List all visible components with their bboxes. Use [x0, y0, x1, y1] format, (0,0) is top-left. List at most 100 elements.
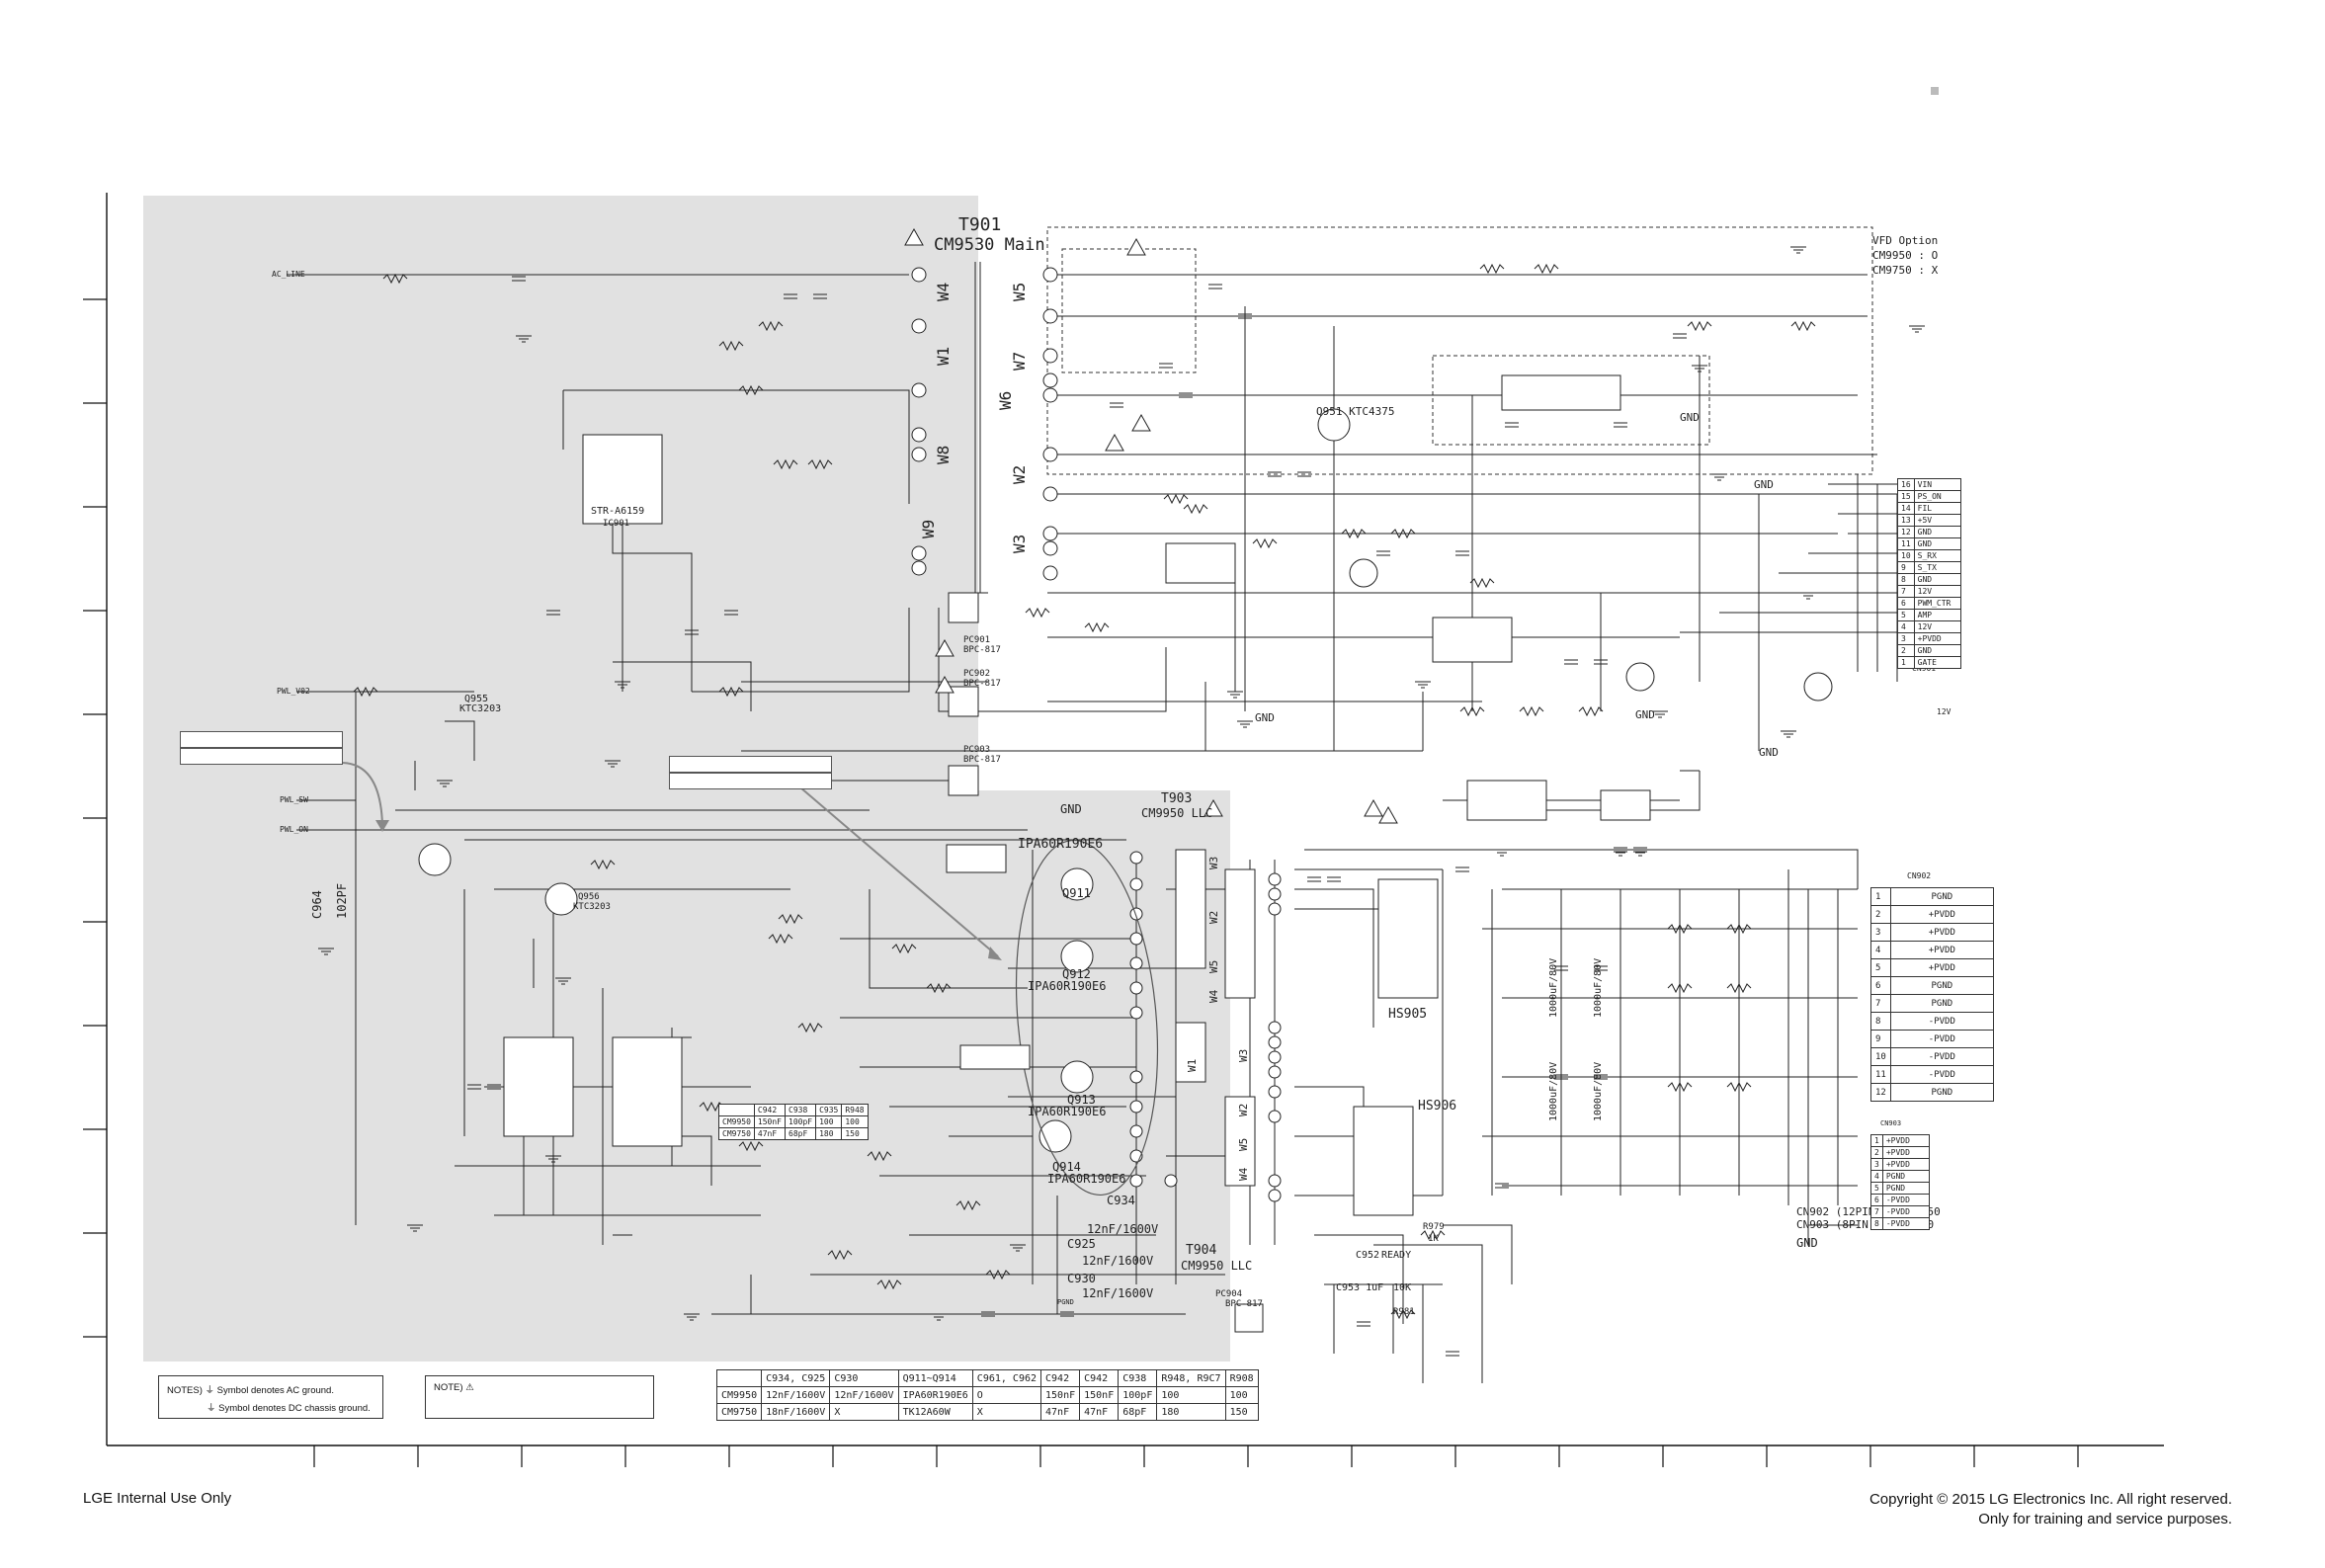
small-variant-cell: 100 — [841, 1115, 869, 1128]
transformer-terminal — [911, 560, 927, 576]
small-variant-cell: 150 — [841, 1127, 869, 1140]
cn902-pin-row: 4+PVDD — [1870, 941, 1994, 959]
cn903-pin-cell: 8 — [1870, 1217, 1883, 1230]
variant-header-cell: C961, C962 — [971, 1369, 1042, 1387]
q911-label: Q911 — [1062, 886, 1091, 900]
transformer-terminal — [1042, 526, 1058, 541]
transformer-terminal — [1268, 1174, 1282, 1188]
transformer-terminal — [1129, 1100, 1143, 1114]
footer-right: Copyright © 2015 LG Electronics Inc. All… — [1869, 1490, 2232, 1529]
resistor-symbol — [1084, 621, 1110, 633]
cn903-pin-cell: -PVDD — [1881, 1194, 1930, 1206]
resistor-symbol — [1667, 982, 1693, 994]
cn901-pin-cell: 10 — [1897, 549, 1915, 562]
winding-w9: W9 — [919, 520, 938, 538]
variant-header-cell: C930 — [829, 1369, 899, 1387]
resistor-symbol — [1390, 1308, 1416, 1320]
cn903-pin-row: 1+PVDD — [1870, 1134, 1930, 1147]
ipa-914: IPA60R190E6 — [1047, 1172, 1125, 1186]
transformer-terminal — [1129, 877, 1143, 891]
ready-label: READY — [1381, 1250, 1411, 1261]
resistor-symbol — [955, 1199, 981, 1211]
c934-val: 12nF/1600V — [1087, 1222, 1158, 1236]
cn903-pin-row: 3+PVDD — [1870, 1158, 1930, 1171]
variant-cell: O — [971, 1386, 1042, 1404]
cn902-pin-row: 2+PVDD — [1870, 905, 1994, 924]
llc-w5a: W5 — [1207, 960, 1220, 973]
warning-triangle — [1126, 237, 1146, 256]
cn902-pin-cell: 3 — [1870, 923, 1891, 942]
cn902-pin-row: 8-PVDD — [1870, 1012, 1994, 1031]
vfd-line1: CM9950 : O — [1872, 249, 1938, 262]
variant-header-cell: R908 — [1224, 1369, 1259, 1387]
callout-arrows — [340, 762, 999, 957]
cn902-pin-cell: PGND — [1889, 994, 1994, 1013]
warning-triangle — [1378, 805, 1398, 824]
gnd-label-6: GND — [1635, 708, 1655, 721]
cn901-pin-cell: 12V — [1913, 620, 1961, 633]
cn902-pin-cell: -PVDD — [1889, 1065, 1994, 1084]
q956-part: KTC3203 — [573, 902, 611, 912]
warning-triangle — [1204, 798, 1223, 817]
pc902-label: PC902 — [963, 669, 990, 679]
cn901-pin-cell: 16 — [1897, 478, 1915, 491]
bpc-label-4: BPC-817 — [1225, 1299, 1263, 1309]
ipa-913: IPA60R190E6 — [1028, 1105, 1106, 1118]
vfd-inner-box — [1061, 248, 1197, 373]
cn902-pin-cell: +PVDD — [1889, 905, 1994, 924]
gnd-label-2: GND — [1796, 1236, 1818, 1250]
warning-triangle — [935, 638, 955, 657]
warning-note: NOTE) ⚠ — [425, 1375, 654, 1419]
gnd-label-7: GND — [1759, 746, 1779, 759]
cn901-pin-cell: 13 — [1897, 514, 1915, 527]
cn902-pin-row: 10-PVDD — [1870, 1047, 1994, 1066]
resistor-symbol — [1459, 705, 1485, 717]
gnd-label-3: GND — [1255, 711, 1275, 724]
callout-box-1a — [180, 731, 343, 748]
transformer-terminal — [1268, 1021, 1282, 1034]
transformer-terminal — [1268, 902, 1282, 916]
resistor-symbol — [1790, 320, 1816, 332]
schematic-labels: T901 CM9530 Main T903 CM9950 LLC T904 CM… — [272, 214, 1951, 1317]
cn901-pin-cell: 15 — [1897, 490, 1915, 503]
cn901-pin-cell: 1 — [1897, 656, 1915, 669]
cn901-pin-cell: S_TX — [1913, 561, 1961, 574]
gnd-label-5: GND — [1754, 478, 1774, 491]
resistor-symbol — [1578, 705, 1604, 717]
variant-cell: 100pF — [1118, 1386, 1158, 1404]
transformer-terminal — [1042, 540, 1058, 556]
cn901-pin-cell: 8 — [1897, 573, 1915, 586]
cap-label-1: 1000uF/80V — [1548, 958, 1559, 1018]
vfd-inner-box-2 — [1432, 355, 1710, 446]
warning-triangle — [904, 227, 924, 246]
cn901-pin-cell: GATE — [1913, 656, 1961, 669]
resistor-symbol — [353, 686, 378, 698]
c930-val: 12nF/1600V — [1082, 1286, 1153, 1300]
resistor-symbol — [1519, 705, 1544, 717]
cn901-pin-cell: 11 — [1897, 537, 1915, 550]
resistor-symbol — [1163, 493, 1189, 505]
cn901-pin-cell: PS_ON — [1913, 490, 1961, 503]
cn902-pin-cell: 7 — [1870, 994, 1891, 1013]
resistor-symbol — [1252, 537, 1278, 549]
transformer-terminal — [1042, 387, 1058, 403]
winding-w3: W3 — [1010, 535, 1029, 553]
pc904-label: PC904 — [1215, 1289, 1242, 1299]
r1k-label: 1K — [1428, 1234, 1439, 1244]
variant-cell: X — [971, 1403, 1042, 1421]
cn903-pin-cell: PGND — [1881, 1170, 1930, 1183]
transformer-terminal — [1129, 851, 1143, 865]
variant-cell: 47nF — [1040, 1403, 1081, 1421]
resistor-symbol — [1469, 577, 1495, 589]
q914-label: Q914 — [1052, 1160, 1081, 1174]
resistor-symbol — [718, 686, 744, 698]
